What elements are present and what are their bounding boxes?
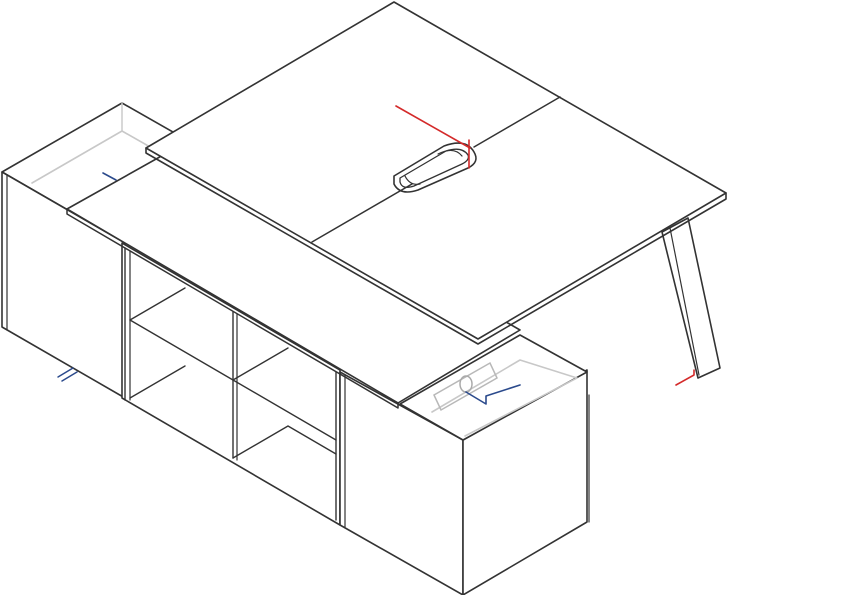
- shelf-board-lower-left: [129, 365, 186, 399]
- return-top-surface: [66, 139, 521, 404]
- right-cabinet: [339, 334, 590, 595]
- desk-seam-right: [473, 96, 561, 148]
- right-cabinet-top: [399, 334, 588, 441]
- desk-seam-left: [311, 183, 413, 243]
- shelf-board-upper-right: [232, 379, 337, 441]
- shelf-inner-top: [129, 287, 186, 321]
- desk-leg-edge: [669, 227, 700, 376]
- desk-leg-dimension-mark: [675, 369, 695, 386]
- left-cabinet-foot-mark-1: [57, 367, 74, 378]
- desk-top-edge: [145, 147, 727, 345]
- cable-tray-icon: [433, 361, 498, 412]
- return-top-front-edge: [66, 208, 399, 409]
- main-desk: [145, 1, 727, 386]
- right-cabinet-inner-rim: [431, 359, 578, 437]
- return-top: [66, 139, 521, 409]
- desk-leg: [661, 217, 721, 379]
- left-cabinet-foot-mark-2: [61, 371, 78, 382]
- open-shelf-unit: [121, 242, 341, 526]
- shelf-board-lower: [232, 425, 337, 459]
- desk-dimension-line: [395, 105, 471, 149]
- left-cabinet-dimension-mark: [102, 172, 117, 181]
- right-cabinet-dimension-mark: [465, 384, 521, 405]
